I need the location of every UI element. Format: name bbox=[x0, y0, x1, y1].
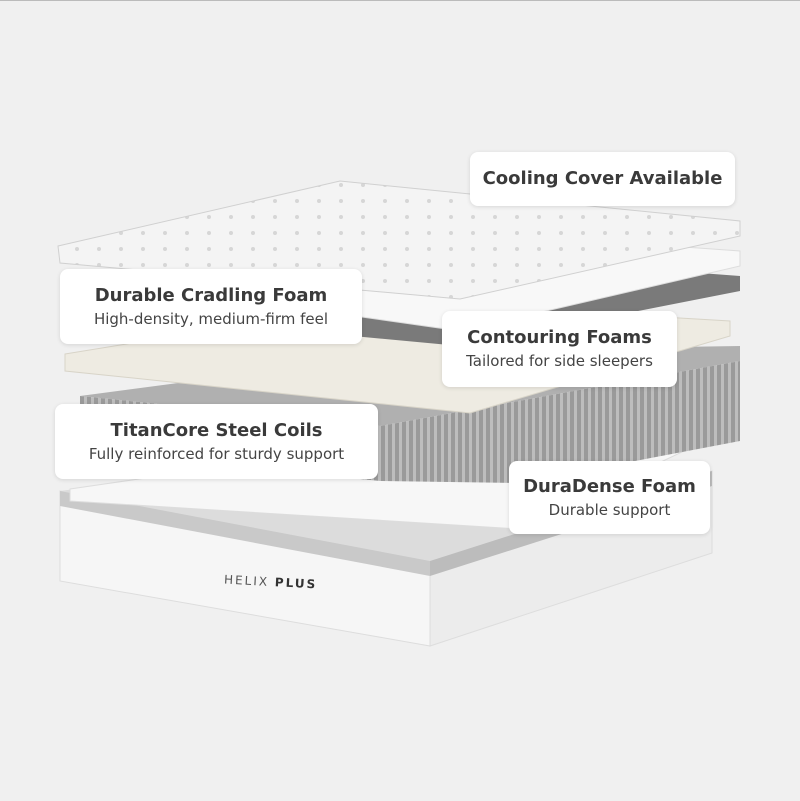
callout-cooling-cover: Cooling Cover Available bbox=[470, 152, 735, 206]
callout-title: Contouring Foams bbox=[467, 327, 652, 348]
brand-name: HELIX bbox=[223, 572, 270, 589]
callout-cradling-foam: Durable Cradling Foam High-density, medi… bbox=[60, 269, 362, 344]
brand-model: PLUS bbox=[274, 575, 318, 592]
callout-title: Durable Cradling Foam bbox=[94, 284, 328, 306]
callout-contouring-foams: Contouring Foams Tailored for side sleep… bbox=[442, 311, 677, 387]
callout-title: Cooling Cover Available bbox=[482, 168, 723, 189]
callout-duradense-foam: DuraDense Foam Durable support bbox=[509, 461, 710, 534]
callout-subtitle: Durable support bbox=[548, 500, 671, 519]
callout-subtitle: High-density, medium-firm feel bbox=[93, 309, 329, 328]
callout-title: TitanCore Steel Coils bbox=[110, 419, 323, 441]
callout-subtitle: Tailored for side sleepers bbox=[466, 352, 653, 370]
callout-subtitle: Fully reinforced for sturdy support bbox=[88, 444, 345, 463]
callout-title: DuraDense Foam bbox=[523, 475, 696, 497]
callout-titancore-coils: TitanCore Steel Coils Fully reinforced f… bbox=[55, 404, 378, 479]
